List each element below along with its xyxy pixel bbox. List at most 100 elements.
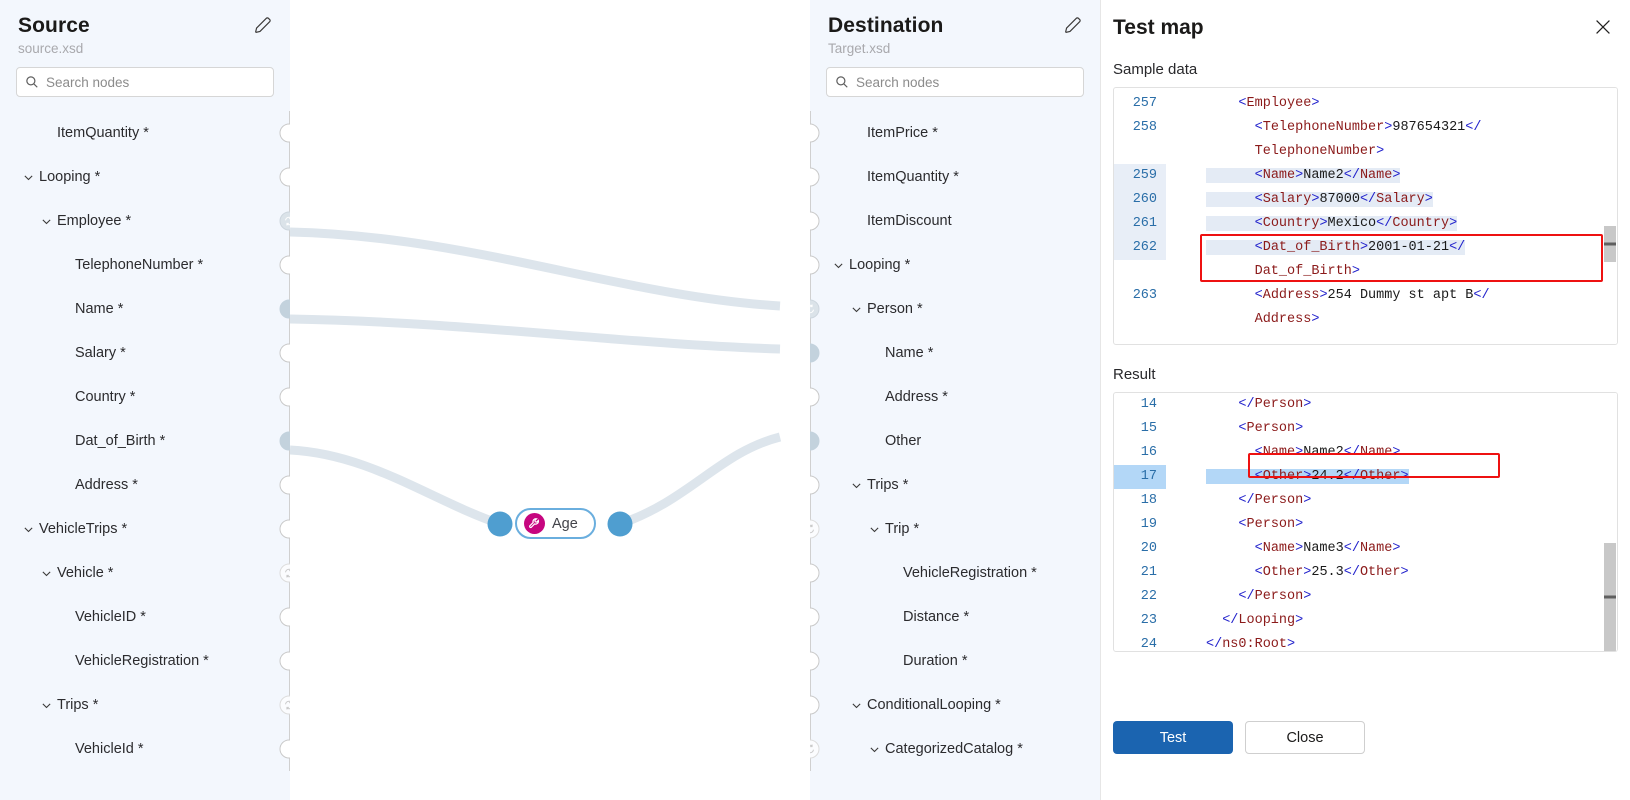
tree-node-vehicleid[interactable]: VehicleId * [0,727,290,771]
tree-node-label: Name * [885,345,934,361]
chevron-down-icon[interactable] [850,699,863,712]
loop-icon [810,744,814,754]
code-line: 18 </Person> [1114,489,1617,513]
tree-node-other[interactable]: Other [810,419,1100,463]
code-text: </Person> [1238,589,1312,604]
code-line: 14 </Person> [1114,393,1617,417]
tree-node-conditionallooping[interactable]: ConditionalLooping * [810,683,1100,727]
tree-node-itemprice[interactable]: ItemPrice * [810,111,1100,155]
sample-scrollbar-thumb[interactable] [1604,226,1616,262]
tree-node-trip[interactable]: Trip * [810,507,1100,551]
tree-node-categorizedcatalog[interactable]: CategorizedCatalog * [810,727,1100,771]
close-button[interactable]: Close [1245,721,1365,754]
tree-node-name[interactable]: Name * [0,287,290,331]
tree-node-label: VehicleRegistration * [903,565,1037,581]
code-line: Address> [1114,308,1617,332]
tree-node-label: Looping * [39,169,101,185]
chevron-down-icon[interactable] [40,215,53,228]
tree-node-duration[interactable]: Duration * [810,639,1100,683]
tree-node-looping[interactable]: Looping * [810,243,1100,287]
result-label: Result [1113,366,1156,383]
close-icon[interactable] [1592,16,1614,38]
tree-node-looping[interactable]: Looping * [0,155,290,199]
chevron-down-icon[interactable] [22,523,35,536]
code-text: <Address>254 Dummy st apt B</ [1254,288,1490,303]
code-line: 259 <Name>Name2</Name> [1114,164,1617,188]
mapping-canvas[interactable]: Age [290,0,810,800]
tree-node-address[interactable]: Address * [0,463,290,507]
tree-node-label: Trip * [885,521,920,537]
code-line: 23 </Looping> [1114,609,1617,633]
tree-node-label: ItemPrice * [867,125,938,141]
line-number: 258 [1132,120,1157,135]
code-line: 20 <Name>Name3</Name> [1114,537,1617,561]
result-code-box[interactable]: 14 </Person>15 <Person>16 <Name>Name2</N… [1113,392,1618,652]
tree-node-label: VehicleID * [75,609,146,625]
result-scrollbar-thumb[interactable] [1604,543,1616,651]
chevron-down-icon[interactable] [850,303,863,316]
code-line: 257 <Employee> [1114,92,1617,116]
chevron-down-icon[interactable] [22,171,35,184]
test-button[interactable]: Test [1113,721,1233,754]
tree-node-itemdiscount[interactable]: ItemDiscount [810,199,1100,243]
chevron-down-icon[interactable] [868,743,881,756]
line-number: 16 [1140,445,1157,460]
code-text: </ns0:Root> [1206,637,1296,651]
tree-node-label: ConditionalLooping * [867,697,1001,713]
tree-node-vehicle[interactable]: Vehicle * [0,551,290,595]
result-scrollbar[interactable] [1603,393,1617,651]
function-output-handle[interactable] [607,511,633,537]
code-text: Dat_of_Birth> [1254,264,1360,279]
tree-node-vehicletrips[interactable]: VehicleTrips * [0,507,290,551]
source-panel-title: Source [18,14,90,37]
code-line: 263 <Address>254 Dummy st apt B</ [1114,284,1617,308]
tree-node-address[interactable]: Address * [810,375,1100,419]
tree-node-itemquantity[interactable]: ItemQuantity * [810,155,1100,199]
chevron-down-icon[interactable] [868,523,881,536]
tree-node-label: ItemQuantity * [57,125,149,141]
tree-node-label: Other [885,433,922,449]
tree-node-country[interactable]: Country * [0,375,290,419]
tree-node-telephonenumber[interactable]: TelephoneNumber * [0,243,290,287]
tree-node-salary[interactable]: Salary * [0,331,290,375]
destination-search-input[interactable] [856,74,1075,90]
connection-employee-person [290,227,781,311]
code-text: </Person> [1238,493,1312,508]
code-line: Dat_of_Birth> [1114,260,1617,284]
code-line: 22 </Person> [1114,585,1617,609]
function-input-handle[interactable] [487,511,513,537]
chevron-down-icon[interactable] [40,699,53,712]
source-filename: source.xsd [18,41,84,56]
loop-icon [810,524,814,534]
chevron-down-icon[interactable] [832,259,845,272]
result-lines: 14 </Person>15 <Person>16 <Name>Name2</N… [1114,393,1617,651]
tree-node-employee[interactable]: Employee * [0,199,290,243]
source-search-input[interactable] [46,74,265,90]
code-text: <Employee> [1238,96,1320,111]
tree-node-label: Salary * [75,345,126,361]
tree-node-datofbirth[interactable]: Dat_of_Birth * [0,419,290,463]
sample-data-code-box[interactable]: 257 <Employee>258 <TelephoneNumber>98765… [1113,87,1618,345]
sample-scrollbar[interactable] [1603,88,1617,344]
tree-node-label: Country * [75,389,136,405]
search-icon [836,76,848,88]
source-search-box[interactable] [16,67,274,97]
pencil-icon[interactable] [252,14,274,36]
chevron-down-icon[interactable] [850,479,863,492]
tree-node-label: Vehicle * [57,565,114,581]
destination-filename: Target.xsd [828,41,891,56]
function-node-age[interactable]: Age [515,508,596,539]
tree-node-vehicleregistration[interactable]: VehicleRegistration * [810,551,1100,595]
chevron-down-icon[interactable] [40,567,53,580]
pencil-icon[interactable] [1062,14,1084,36]
tree-node-name[interactable]: Name * [810,331,1100,375]
tree-node-person[interactable]: Person * [810,287,1100,331]
tree-node-itemquantity[interactable]: ItemQuantity * [0,111,290,155]
tree-node-trips[interactable]: Trips * [810,463,1100,507]
destination-search-box[interactable] [826,67,1084,97]
tree-node-trips[interactable]: Trips * [0,683,290,727]
tree-node-vehicleid[interactable]: VehicleID * [0,595,290,639]
test-map-actions: Test Close [1113,721,1365,754]
tree-node-distance[interactable]: Distance * [810,595,1100,639]
tree-node-vehicleregistration[interactable]: VehicleRegistration * [0,639,290,683]
